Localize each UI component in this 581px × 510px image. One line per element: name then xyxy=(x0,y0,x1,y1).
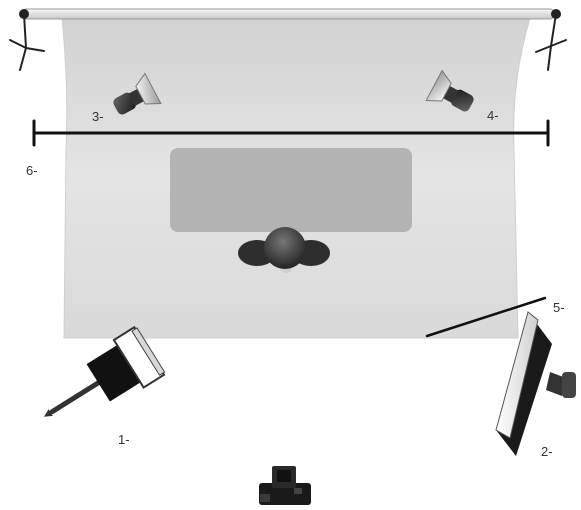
subject-person-icon xyxy=(238,227,330,273)
table xyxy=(170,148,412,232)
key-light-spotlight-icon xyxy=(43,325,166,417)
reflector xyxy=(425,296,547,338)
backdrop-bar xyxy=(32,119,550,147)
left-backdrop-stand-icon xyxy=(9,9,45,71)
backdrop-bar-label: 6- xyxy=(26,163,38,178)
fill-softbox-label: 2- xyxy=(541,444,553,459)
key-light-label: 1- xyxy=(118,432,130,447)
background-light-right-icon xyxy=(425,69,474,112)
reflector-label: 5- xyxy=(553,300,565,315)
background-light-left-label: 3- xyxy=(92,109,104,124)
backdrop-roll xyxy=(21,8,555,20)
background-light-right-label: 4- xyxy=(487,108,499,123)
right-backdrop-stand-icon xyxy=(535,9,567,71)
background-light-left-icon xyxy=(113,72,162,115)
camera-icon xyxy=(259,466,311,505)
fill-softbox-icon xyxy=(495,311,576,456)
